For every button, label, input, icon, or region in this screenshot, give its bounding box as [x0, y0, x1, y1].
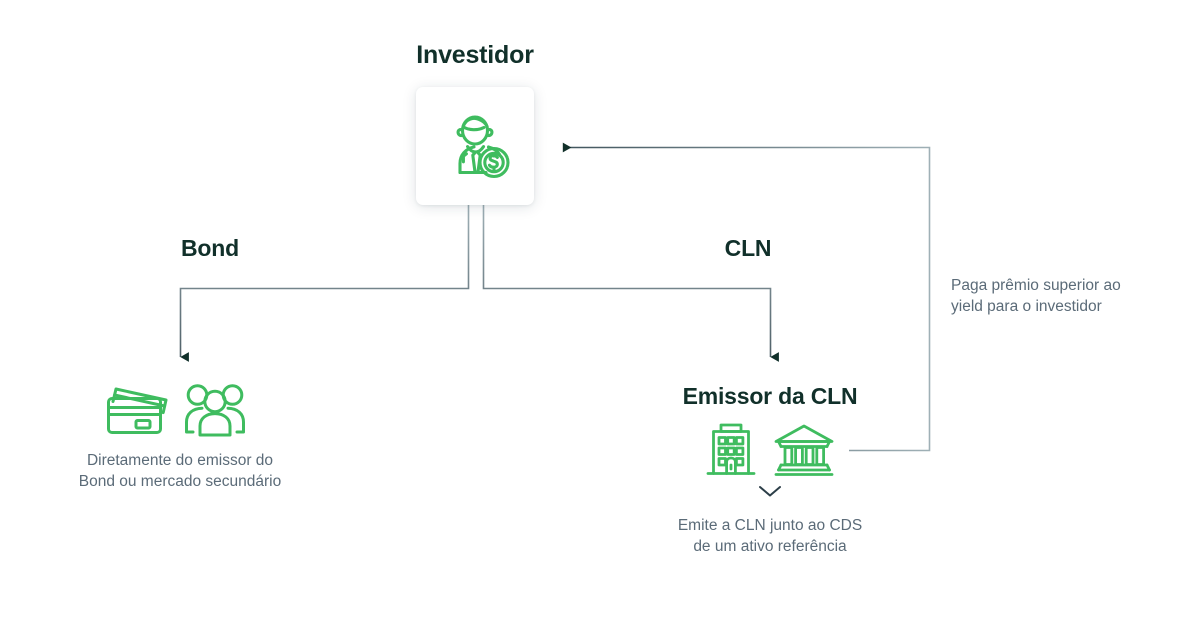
- edge-investor-to-bond: [179, 205, 470, 362]
- node-card-investor[interactable]: [416, 87, 534, 205]
- node-title-bond: Bond: [181, 235, 239, 261]
- caption-emissor: Emite a CLN junto ao CDS de um ativo ref…: [640, 515, 900, 557]
- bank-icon: [774, 424, 834, 476]
- page-title-investidor: Investidor: [416, 41, 534, 69]
- caption-premium-return: Paga prêmio superior ao yield para o inv…: [951, 275, 1163, 317]
- node-title-emissor-da-cln: Emissor da CLN: [682, 383, 858, 409]
- node-icons-emissor: [702, 421, 848, 479]
- investor-money-icon: [456, 115, 510, 179]
- credit-cards-icon: [107, 387, 168, 434]
- office-building-icon: [706, 423, 756, 475]
- caption-emissor-line2: de um ativo referência: [693, 538, 847, 555]
- node-icons-bond: [104, 381, 256, 439]
- caption-premium-line1: Paga prêmio superior ao: [951, 277, 1121, 294]
- caption-bond: Diretamente do emissor do Bond ou mercad…: [30, 450, 330, 492]
- caption-bond-line2: Bond ou mercado secundário: [78, 473, 282, 490]
- people-group-icon: [185, 384, 245, 437]
- chevron-down-icon: [759, 486, 781, 497]
- caption-premium-line2: yield para o investidor: [951, 298, 1102, 315]
- edge-investor-to-cln-issuer: [482, 205, 779, 362]
- caption-bond-line1: Diretamente do emissor do: [86, 452, 274, 469]
- node-title-cln: CLN: [724, 235, 772, 261]
- caption-emissor-line1: Emite a CLN junto ao CDS: [677, 517, 863, 534]
